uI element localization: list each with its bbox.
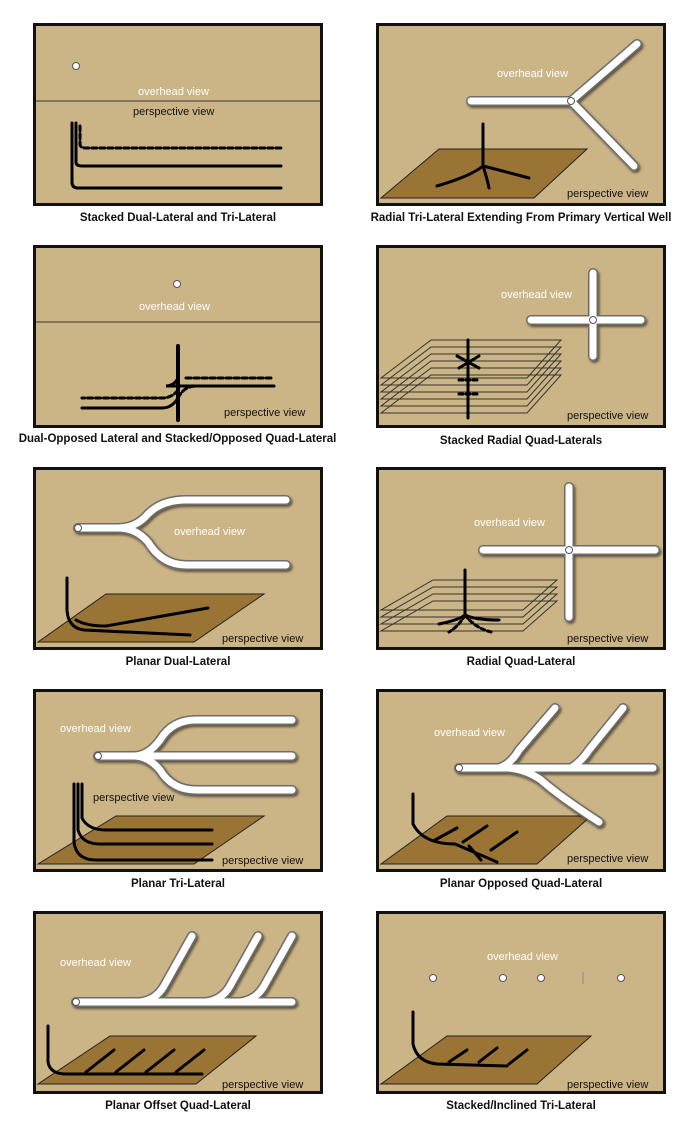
perspective-laterals [435,122,531,190]
perspective-view-label: perspective view [567,410,648,422]
well-head-marker [72,62,80,70]
overhead-view-label: overhead view [497,68,568,80]
perspective-view-label: perspective view [222,633,303,645]
perspective-laterals [411,792,519,864]
diagram-panel-10: overhead view perspective view [376,911,666,1094]
overhead-view-label: overhead view [60,957,131,969]
caption-10: Stacked/Inclined Tri-Lateral [446,1100,596,1112]
stacked-planes [379,339,563,414]
overhead-view-label: overhead view [138,86,209,98]
caption-7: Planar Tri-Lateral [131,878,225,890]
overhead-view-label: overhead view [174,526,245,538]
ground-plane [379,815,593,865]
overhead-pipes [73,495,291,570]
diagram-panel-8: overhead view perspective view [376,689,666,872]
ground-plane [36,815,266,865]
diagram-panel-1: overhead view perspective view [33,23,323,206]
diagram-panel-4: overhead view perspective view [376,245,666,428]
perspective-laterals [455,338,481,420]
well-head-marker [589,316,597,324]
diagram-panel-6: overhead view perspective view [376,467,666,650]
perspective-view-label: perspective view [224,407,305,419]
perspective-laterals [46,1024,206,1076]
perspective-laterals [72,782,214,862]
perspective-laterals [411,1010,529,1068]
perspective-laterals [437,568,501,634]
ground-plane [36,1035,258,1085]
caption-2: Radial Tri-Lateral Extending From Primar… [370,212,672,224]
caption-9: Planar Offset Quad-Lateral [105,1100,251,1112]
diagram-panel-5: overhead view perspective view [33,467,323,650]
overhead-pipes [526,268,646,361]
perspective-view-label: perspective view [222,855,303,867]
diagram-panel-9: overhead view perspective view [33,911,323,1094]
perspective-view-label: perspective view [133,106,214,118]
overhead-view-label: overhead view [139,301,210,313]
pipe-joint-markers [429,974,625,982]
overhead-pipes [454,703,658,827]
caption-3: Dual-Opposed Lateral and Stacked/Opposed… [18,433,337,445]
well-head-marker [72,998,80,1006]
perspective-view-label: perspective view [567,1079,648,1091]
diagram-panel-2: overhead view perspective view [376,23,666,206]
overhead-view-label: overhead view [487,951,558,963]
stacked-planes [379,579,559,632]
perspective-view-label: perspective view [567,633,648,645]
perspective-laterals [70,121,283,190]
overhead-view-label: overhead view [60,723,131,735]
well-head-marker [94,752,102,760]
overhead-view-label: overhead view [434,727,505,739]
overhead-pipes [93,715,297,795]
caption-8: Planar Opposed Quad-Lateral [439,878,603,890]
overhead-view-label: overhead view [501,289,572,301]
perspective-laterals [80,344,276,422]
perspective-laterals [65,576,210,637]
well-head-marker [455,764,463,772]
perspective-view-label: perspective view [222,1079,303,1091]
well-head-marker [74,524,82,532]
ground-plane [379,1035,593,1085]
overhead-view-label: overhead view [474,517,545,529]
overhead-pipes [466,39,642,171]
perspective-view-label: perspective view [567,853,648,865]
perspective-view-label: perspective view [567,188,648,200]
caption-1: Stacked Dual-Lateral and Tri-Lateral [79,212,277,224]
caption-6: Radial Quad-Lateral [466,656,576,668]
well-head-marker [173,280,181,288]
caption-5: Planar Dual-Lateral [125,656,231,668]
overhead-pipes [71,931,297,1007]
well-head-marker [567,97,575,105]
well-head-marker [565,546,573,554]
perspective-view-label-top: perspective view [93,792,174,804]
caption-4: Stacked Radial Quad-Laterals [439,435,603,447]
diagram-panel-7: overhead view perspective view perspecti… [33,689,323,872]
diagram-panel-3: overhead view perspective view [33,245,323,428]
